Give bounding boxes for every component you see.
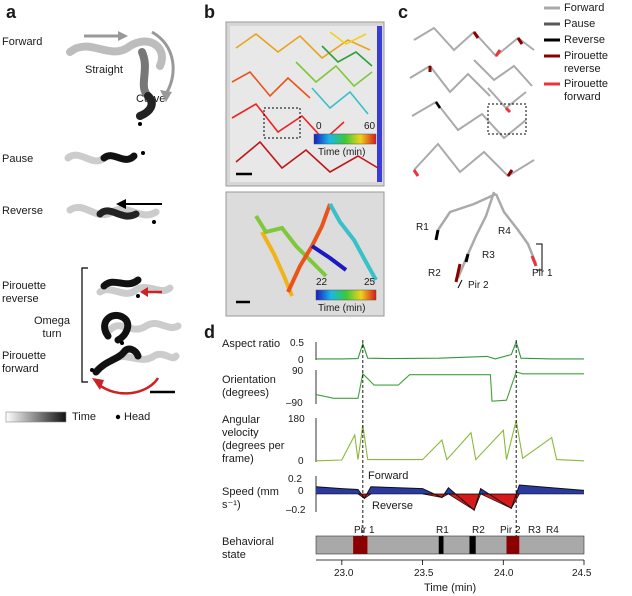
bottom-colorbar-max: 25 (364, 277, 376, 288)
state-segment-forward (367, 536, 439, 554)
omega-worm (101, 311, 182, 345)
panel-letter-b: b (204, 2, 215, 22)
state-segment-forward (475, 536, 507, 554)
legend-pirouette-reverse: Pirouette reverse (564, 50, 609, 75)
orientation-tick-high: 90 (292, 366, 304, 377)
legend-pirouette-forward: Pirouette forward (564, 78, 609, 103)
orientation-tick-low: –90 (286, 398, 303, 409)
head-dot-icon (115, 414, 121, 420)
straight-arrow (84, 31, 128, 41)
panel-letter-c: c (398, 2, 409, 22)
angular-velocity-line (315, 420, 585, 462)
row-label-speed: Speed (mm s⁻¹) (222, 486, 279, 511)
state-label-r2: R2 (472, 525, 485, 536)
pause-worm (64, 151, 145, 165)
state-label-pir2: Pir 2 (500, 525, 521, 536)
row-label-orientation: Orientation (degrees) (222, 374, 276, 399)
top-colorbar-max: 60 (364, 121, 376, 132)
bottom-colorbar-label: Time (min) (318, 303, 366, 314)
state-segment-pirouette-reverse (353, 536, 368, 554)
x-tick-23-0: 23.0 (334, 568, 354, 579)
panel-letter-d: d (204, 322, 215, 342)
time-gradient-swatch (5, 411, 67, 423)
zoomed-classified-track (434, 191, 543, 289)
state-label-pirouette-reverse: Pirouette reverse (2, 280, 47, 305)
speed-tick-high: 0.2 (288, 474, 302, 485)
aspect-tick-high: 0.5 (290, 338, 304, 349)
state-segment-forward (443, 536, 470, 554)
angular-tick-low: 0 (298, 456, 304, 467)
x-tick-23-5: 23.5 (414, 568, 434, 579)
reverse-worm (66, 199, 162, 224)
row-label-angular: Angular velocity (degrees per frame) (222, 414, 285, 465)
state-label-r1: R1 (436, 525, 449, 536)
aspect-tick-low: 0 (298, 355, 304, 366)
state-label-pir1: Pir 1 (354, 525, 375, 536)
orientation-line (315, 371, 584, 402)
classified-track-map (409, 26, 535, 178)
legend-reverse: Reverse (564, 34, 605, 46)
row-label-state: Behavioral state (222, 536, 274, 561)
state-segment-reverse (438, 536, 444, 554)
panel-letter-a: a (6, 2, 17, 22)
pirouette-forward-worm (90, 345, 180, 395)
pirouette-reverse-worm (96, 276, 174, 298)
curve-arrow (151, 30, 175, 102)
classification-legend-swatches (544, 6, 560, 86)
state-label-omega-turn: Omega turn (33, 315, 71, 340)
zoom-label-pir2: Pir 2 (468, 280, 489, 291)
speed-tick-zero: 0 (298, 486, 304, 497)
legend-forward: Forward (564, 2, 605, 14)
speed-tick-low: –0.2 (286, 505, 306, 516)
state-label-pirouette-forward: Pirouette forward (2, 350, 47, 375)
state-bar-frame (315, 535, 585, 555)
annotation-straight: Straight (85, 64, 123, 76)
top-colorbar-label: Time (min) (318, 147, 366, 158)
state-label-r4: R4 (546, 525, 559, 536)
row-label-aspect: Aspect ratio (222, 338, 281, 350)
worm-illustrations (5, 30, 182, 423)
angular-tick-high: 180 (288, 414, 305, 425)
legend-pause: Pause (564, 18, 596, 30)
legend-time: Time (72, 411, 97, 423)
bottom-colorbar (315, 289, 377, 301)
x-tick-24-0: 24.0 (494, 568, 514, 579)
state-label-reverse: Reverse (2, 205, 43, 217)
speed-positive-area (316, 485, 584, 511)
zoom-label-r3: R3 (482, 250, 495, 261)
state-segment-forward (519, 536, 584, 554)
state-segment-pirouette-reverse (506, 536, 520, 554)
top-colorbar-min: 0 (316, 121, 322, 132)
x-axis-label: Time (min) (424, 582, 477, 594)
speed-line (315, 484, 585, 512)
state-label-forward: Forward (2, 36, 43, 48)
zoom-label-pir1: Pir 1 (532, 268, 553, 279)
speed-annotation-reverse: Reverse (372, 500, 413, 512)
bottom-colorbar-min: 22 (316, 277, 328, 288)
top-colorbar (313, 133, 377, 145)
aspect-ratio-line (316, 340, 584, 360)
track-plate-image (225, 21, 385, 187)
zoom-label-r2: R2 (428, 268, 441, 279)
state-segment-forward (316, 536, 354, 554)
speed-annotation-forward: Forward (368, 470, 409, 482)
zoom-label-r1: R1 (416, 222, 429, 233)
forward-worm (66, 37, 166, 126)
x-tick-24-5: 24.5 (572, 568, 592, 579)
legend-head: Head (124, 411, 151, 423)
state-label-r3: R3 (528, 525, 541, 536)
state-segment-reverse (469, 536, 476, 554)
zoom-label-r4: R4 (498, 226, 511, 237)
state-label-pause: Pause (2, 153, 34, 165)
